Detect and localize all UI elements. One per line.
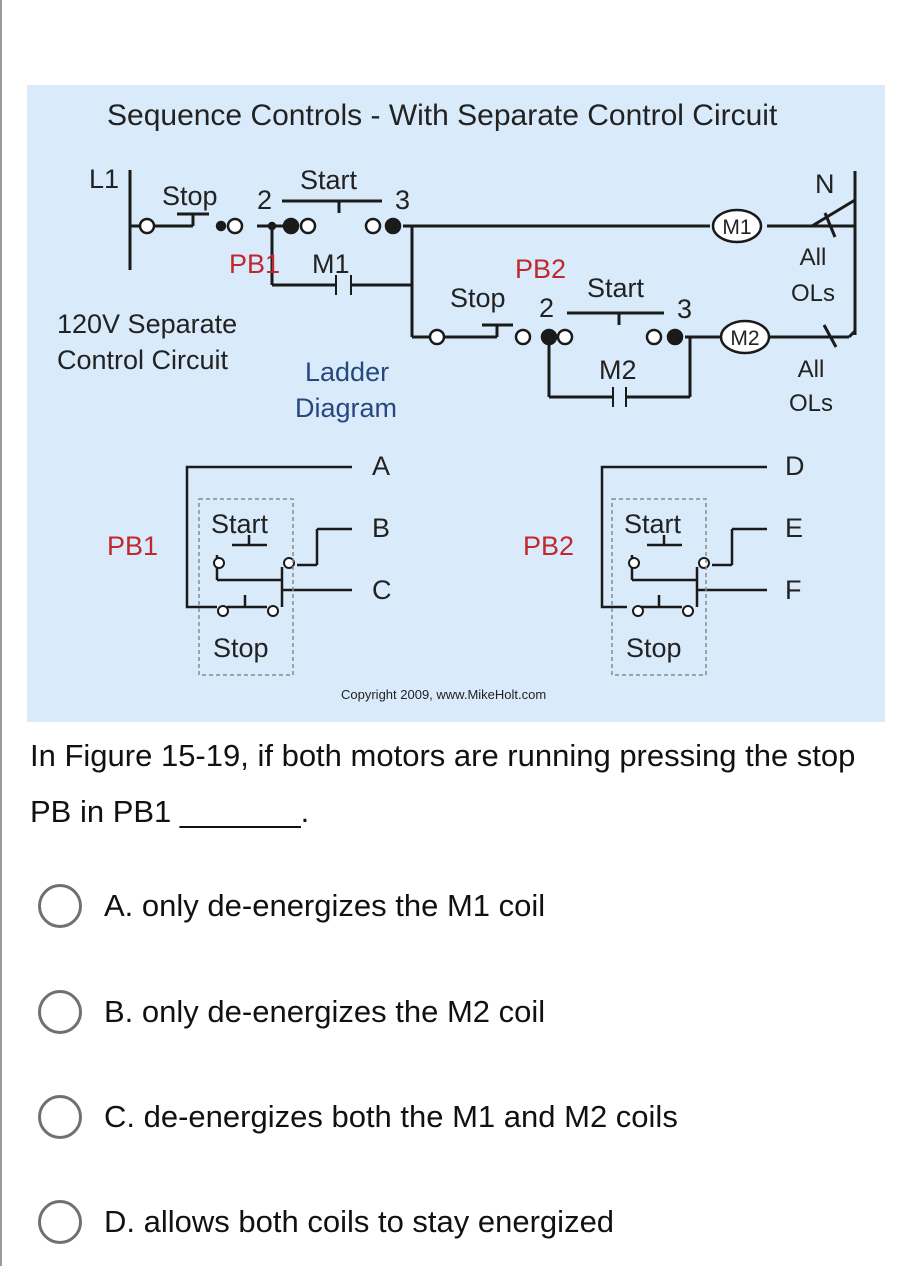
- all-ols-label-1: All: [800, 244, 827, 271]
- pb2-start-label: Start: [624, 509, 682, 539]
- start1-label: Start: [300, 165, 358, 195]
- num3-label: 3: [395, 185, 410, 215]
- pb1-wiring-label: PB1: [107, 531, 158, 561]
- terminal-f-label: F: [785, 575, 802, 605]
- diagram-label: Diagram: [295, 393, 397, 423]
- option-c[interactable]: C. de-energizes both the M1 and M2 coils: [38, 1095, 878, 1147]
- terminals: [138, 217, 684, 346]
- option-c-text: de-energizes both the M1 and M2 coils: [143, 1099, 678, 1134]
- pb2-wiring-label: PB2: [523, 531, 574, 561]
- num2-label: 2: [257, 185, 272, 215]
- option-b-letter: B.: [104, 994, 134, 1029]
- option-a-text: only de-energizes the M1 coil: [141, 888, 546, 923]
- wiring-terminals: [213, 557, 710, 617]
- stop2-label: Stop: [450, 283, 506, 313]
- option-c-letter: C.: [104, 1099, 135, 1134]
- wiring-diagram-lines: [185, 465, 767, 609]
- terminal-b-label: B: [372, 513, 390, 543]
- ladder-wiring: [128, 170, 857, 399]
- all-ols-label-2: All: [798, 356, 825, 383]
- ols-label-1: OLs: [791, 280, 835, 307]
- option-d[interactable]: D. allows both coils to stay energized: [38, 1200, 878, 1252]
- m2-contact-label: M2: [599, 355, 637, 385]
- m2-contact-icon: [612, 387, 627, 407]
- question-text: In Figure 15-19, if both motors are runn…: [30, 738, 856, 829]
- pb2-label: PB2: [515, 254, 566, 284]
- control-circuit-line1: 120V Separate: [57, 309, 237, 339]
- figure-background: [27, 85, 885, 722]
- option-b[interactable]: B. only de-energizes the M2 coil: [38, 990, 878, 1042]
- copyright: Copyright 2009, www.MikeHolt.com: [341, 687, 546, 702]
- m2-coil-icon: M2: [719, 319, 771, 355]
- pb1-start-label: Start: [211, 509, 269, 539]
- m1-contact-icon: [335, 275, 352, 295]
- ols-label-2: OLs: [789, 390, 833, 417]
- m1-contact-label: M1: [312, 249, 350, 279]
- l1-label: L1: [89, 164, 119, 194]
- figure-15-19: Sequence Controls - With Separate Contro…: [27, 85, 885, 722]
- option-a[interactable]: A. only de-energizes the M1 coil: [38, 884, 878, 936]
- num3b-label: 3: [677, 294, 692, 324]
- control-circuit-line2: Control Circuit: [57, 345, 229, 375]
- pb1-stop-label: Stop: [213, 633, 269, 663]
- option-d-text: allows both coils to stay energized: [143, 1204, 615, 1239]
- terminal-e-label: E: [785, 513, 803, 543]
- svg-text:M2: M2: [730, 327, 759, 350]
- terminal-d-label: D: [785, 451, 805, 481]
- terminal-c-label: C: [372, 575, 392, 605]
- stop1-label: Stop: [162, 181, 218, 211]
- figure-title: Sequence Controls - With Separate Contro…: [107, 99, 778, 132]
- m1-coil-icon: M1: [711, 208, 763, 244]
- left-border: [0, 0, 2, 1266]
- pb1-label: PB1: [229, 249, 280, 279]
- radio-icon[interactable]: [38, 1095, 82, 1139]
- ladder-label: Ladder: [305, 357, 389, 387]
- option-a-letter: A.: [104, 888, 134, 923]
- radio-icon[interactable]: [38, 884, 82, 928]
- option-b-text: only de-energizes the M2 coil: [141, 994, 546, 1029]
- terminal-a-label: A: [372, 451, 390, 481]
- start2-label: Start: [587, 273, 645, 303]
- radio-icon[interactable]: [38, 1200, 82, 1244]
- pushbutton-housings: [198, 498, 707, 676]
- pb2-stop-label: Stop: [626, 633, 682, 663]
- n-label: N: [815, 169, 835, 199]
- svg-text:M1: M1: [722, 216, 751, 239]
- num2b-label: 2: [539, 293, 554, 323]
- radio-icon[interactable]: [38, 990, 82, 1034]
- option-d-letter: D.: [104, 1204, 135, 1239]
